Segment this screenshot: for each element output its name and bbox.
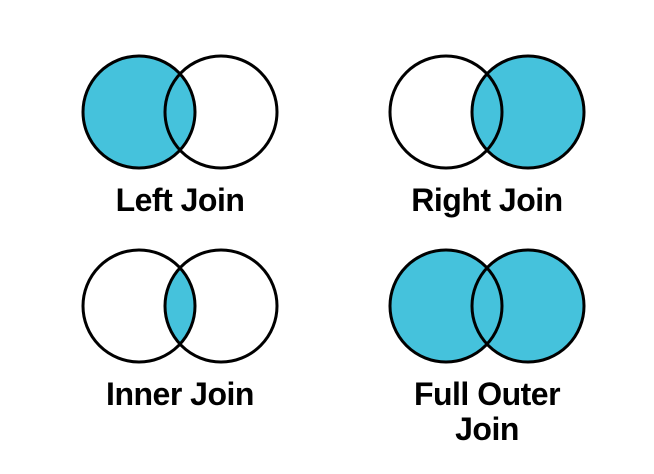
right-circle-fill	[472, 56, 584, 168]
left-circle-outline	[81, 248, 197, 364]
right-join-diagram: Right Join	[381, 53, 593, 218]
right-circle-outline	[470, 54, 586, 170]
left-join-diagram: Left Join	[74, 53, 286, 218]
right-circle-outline	[163, 248, 279, 364]
left-circle-outline	[388, 54, 504, 170]
left-circle-outline	[388, 248, 504, 364]
full-outer-join-label: Full Outer Join	[413, 376, 561, 448]
left-circle-outline	[81, 54, 197, 170]
inner-join-diagram: Inner Join	[74, 247, 286, 412]
inner-join-label: Inner Join	[106, 376, 254, 412]
inner-join-venn-icon	[81, 248, 279, 364]
full-outer-join-diagram: Full Outer Join	[381, 247, 593, 447]
left-circle-fill	[390, 250, 502, 362]
left-join-venn-icon	[81, 54, 279, 170]
left-circle-fill	[83, 56, 195, 168]
right-circle-outline	[163, 54, 279, 170]
right-circle-fill	[472, 250, 584, 362]
right-circle-outline	[470, 248, 586, 364]
left-join-label: Left Join	[115, 182, 245, 218]
full-outer-join-venn-icon	[388, 248, 586, 364]
right-join-venn-icon	[388, 54, 586, 170]
right-join-label: Right Join	[411, 182, 563, 218]
